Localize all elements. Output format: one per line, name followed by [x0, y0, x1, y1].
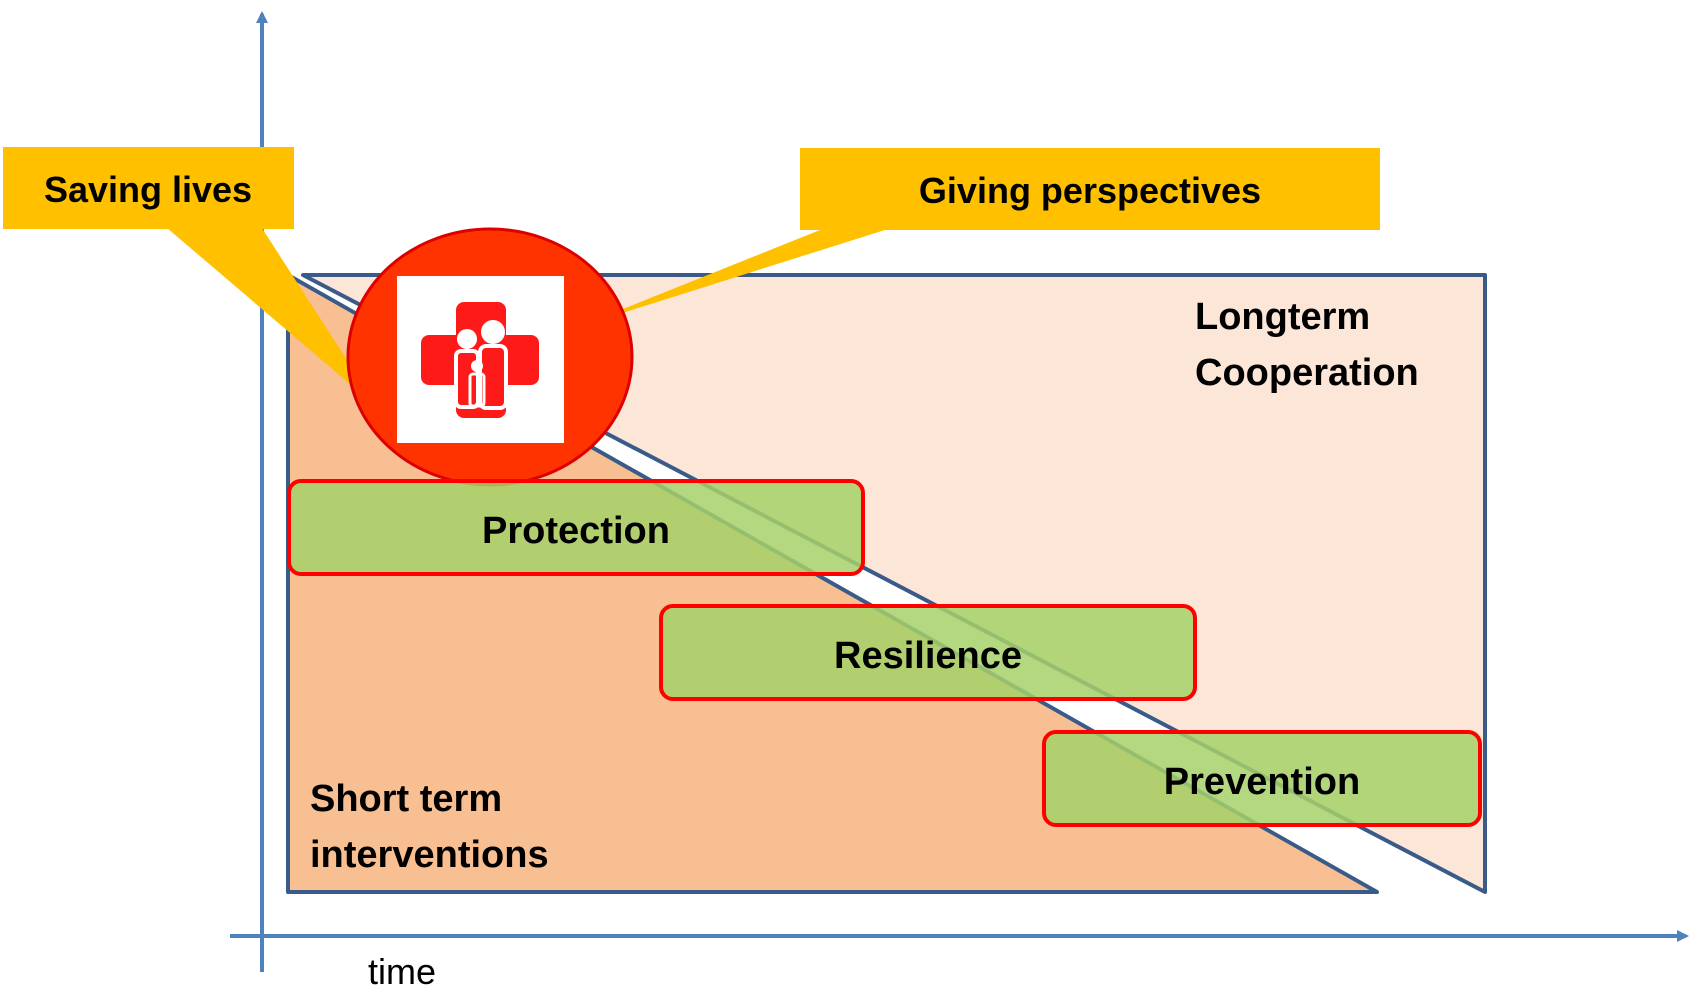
- giving-perspectives-label: Giving perspectives: [919, 170, 1261, 211]
- saving-lives-callout: [3, 147, 294, 229]
- red-cross-family-icon: [421, 302, 539, 418]
- longterm-label-line1: Longterm: [1195, 296, 1370, 338]
- saving-lives-label: Saving lives: [44, 169, 252, 210]
- time-axis-label: time: [368, 951, 436, 992]
- protection-bar: [287, 479, 865, 576]
- protection-label: Protection: [482, 510, 670, 552]
- giving-perspectives-pointer: [578, 222, 910, 327]
- prevention-bar: [1042, 730, 1482, 827]
- resilience-bar: [659, 604, 1197, 701]
- longterm-label-line2: Cooperation: [1195, 352, 1419, 394]
- giving-perspectives-callout: [800, 148, 1380, 230]
- shortterm-label-line1: Short term: [310, 778, 502, 820]
- resilience-label: Resilience: [834, 635, 1022, 677]
- saving-lives-pointer: [160, 222, 378, 408]
- prevention-label: Prevention: [1164, 761, 1360, 803]
- shortterm-label-line2: interventions: [310, 834, 549, 876]
